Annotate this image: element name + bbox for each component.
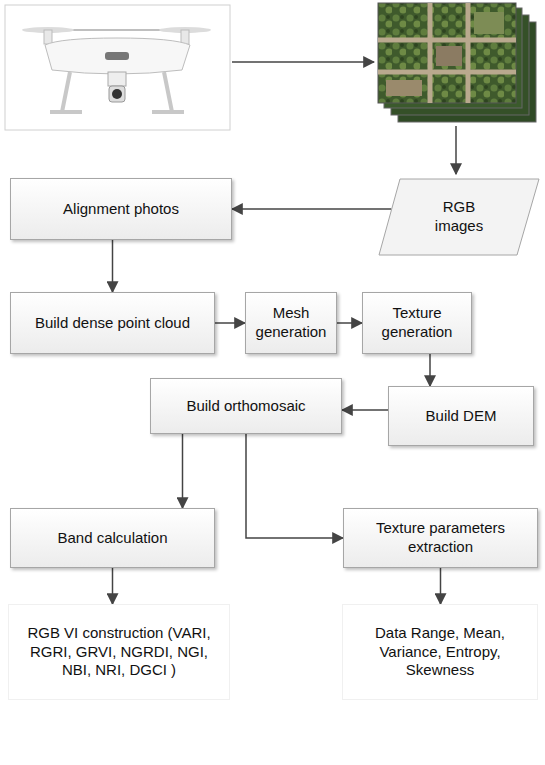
node-label: Build dense point cloud [27, 310, 198, 337]
flow-arrow [440, 568, 442, 604]
process-box: Build dense point cloud [10, 292, 215, 354]
process-box: Alignment photos [10, 178, 232, 240]
process-box: Mesh generation [245, 292, 337, 354]
process-box: Build orthomosaic [150, 378, 342, 434]
node-label: Data Range, Mean, Variance, Entropy, Ske… [343, 620, 537, 684]
node-label: Band calculation [49, 525, 175, 552]
node-label: Build DEM [418, 403, 505, 430]
drone-picture [5, 5, 230, 130]
output-box: RGB VI construction (VARI, RGRI, GRVI, N… [8, 604, 230, 700]
node-label: Texture parameters extraction [344, 515, 537, 561]
node-label: Mesh generation [246, 300, 336, 346]
flow-arrow [182, 434, 184, 508]
process-box: Band calculation [10, 508, 215, 568]
flow-arrow [232, 61, 374, 63]
flow-arrow [232, 208, 391, 210]
flow-arrow [215, 322, 245, 324]
flow-arrow [246, 434, 343, 538]
node-label: RGB VI construction (VARI, RGRI, GRVI, N… [9, 620, 229, 684]
flow-arrow [112, 240, 114, 292]
node-label: Build orthomosaic [178, 393, 313, 420]
process-box: Build DEM [388, 386, 534, 446]
process-box: Texture generation [362, 292, 472, 354]
flow-arrow [429, 354, 431, 386]
flow-arrow [342, 409, 388, 411]
process-box: Texture parameters extraction [343, 508, 538, 568]
output-box: Data Range, Mean, Variance, Entropy, Ske… [342, 604, 538, 700]
flow-arrow [337, 322, 362, 324]
node-label: Texture generation [363, 300, 471, 346]
node-label: RGB images [411, 194, 507, 240]
node-label: Alignment photos [55, 196, 187, 223]
flow-arrow [455, 126, 457, 174]
input-parallelogram: RGB images [378, 178, 540, 256]
aerial-image-stack [378, 3, 536, 122]
flow-arrow [112, 568, 114, 604]
